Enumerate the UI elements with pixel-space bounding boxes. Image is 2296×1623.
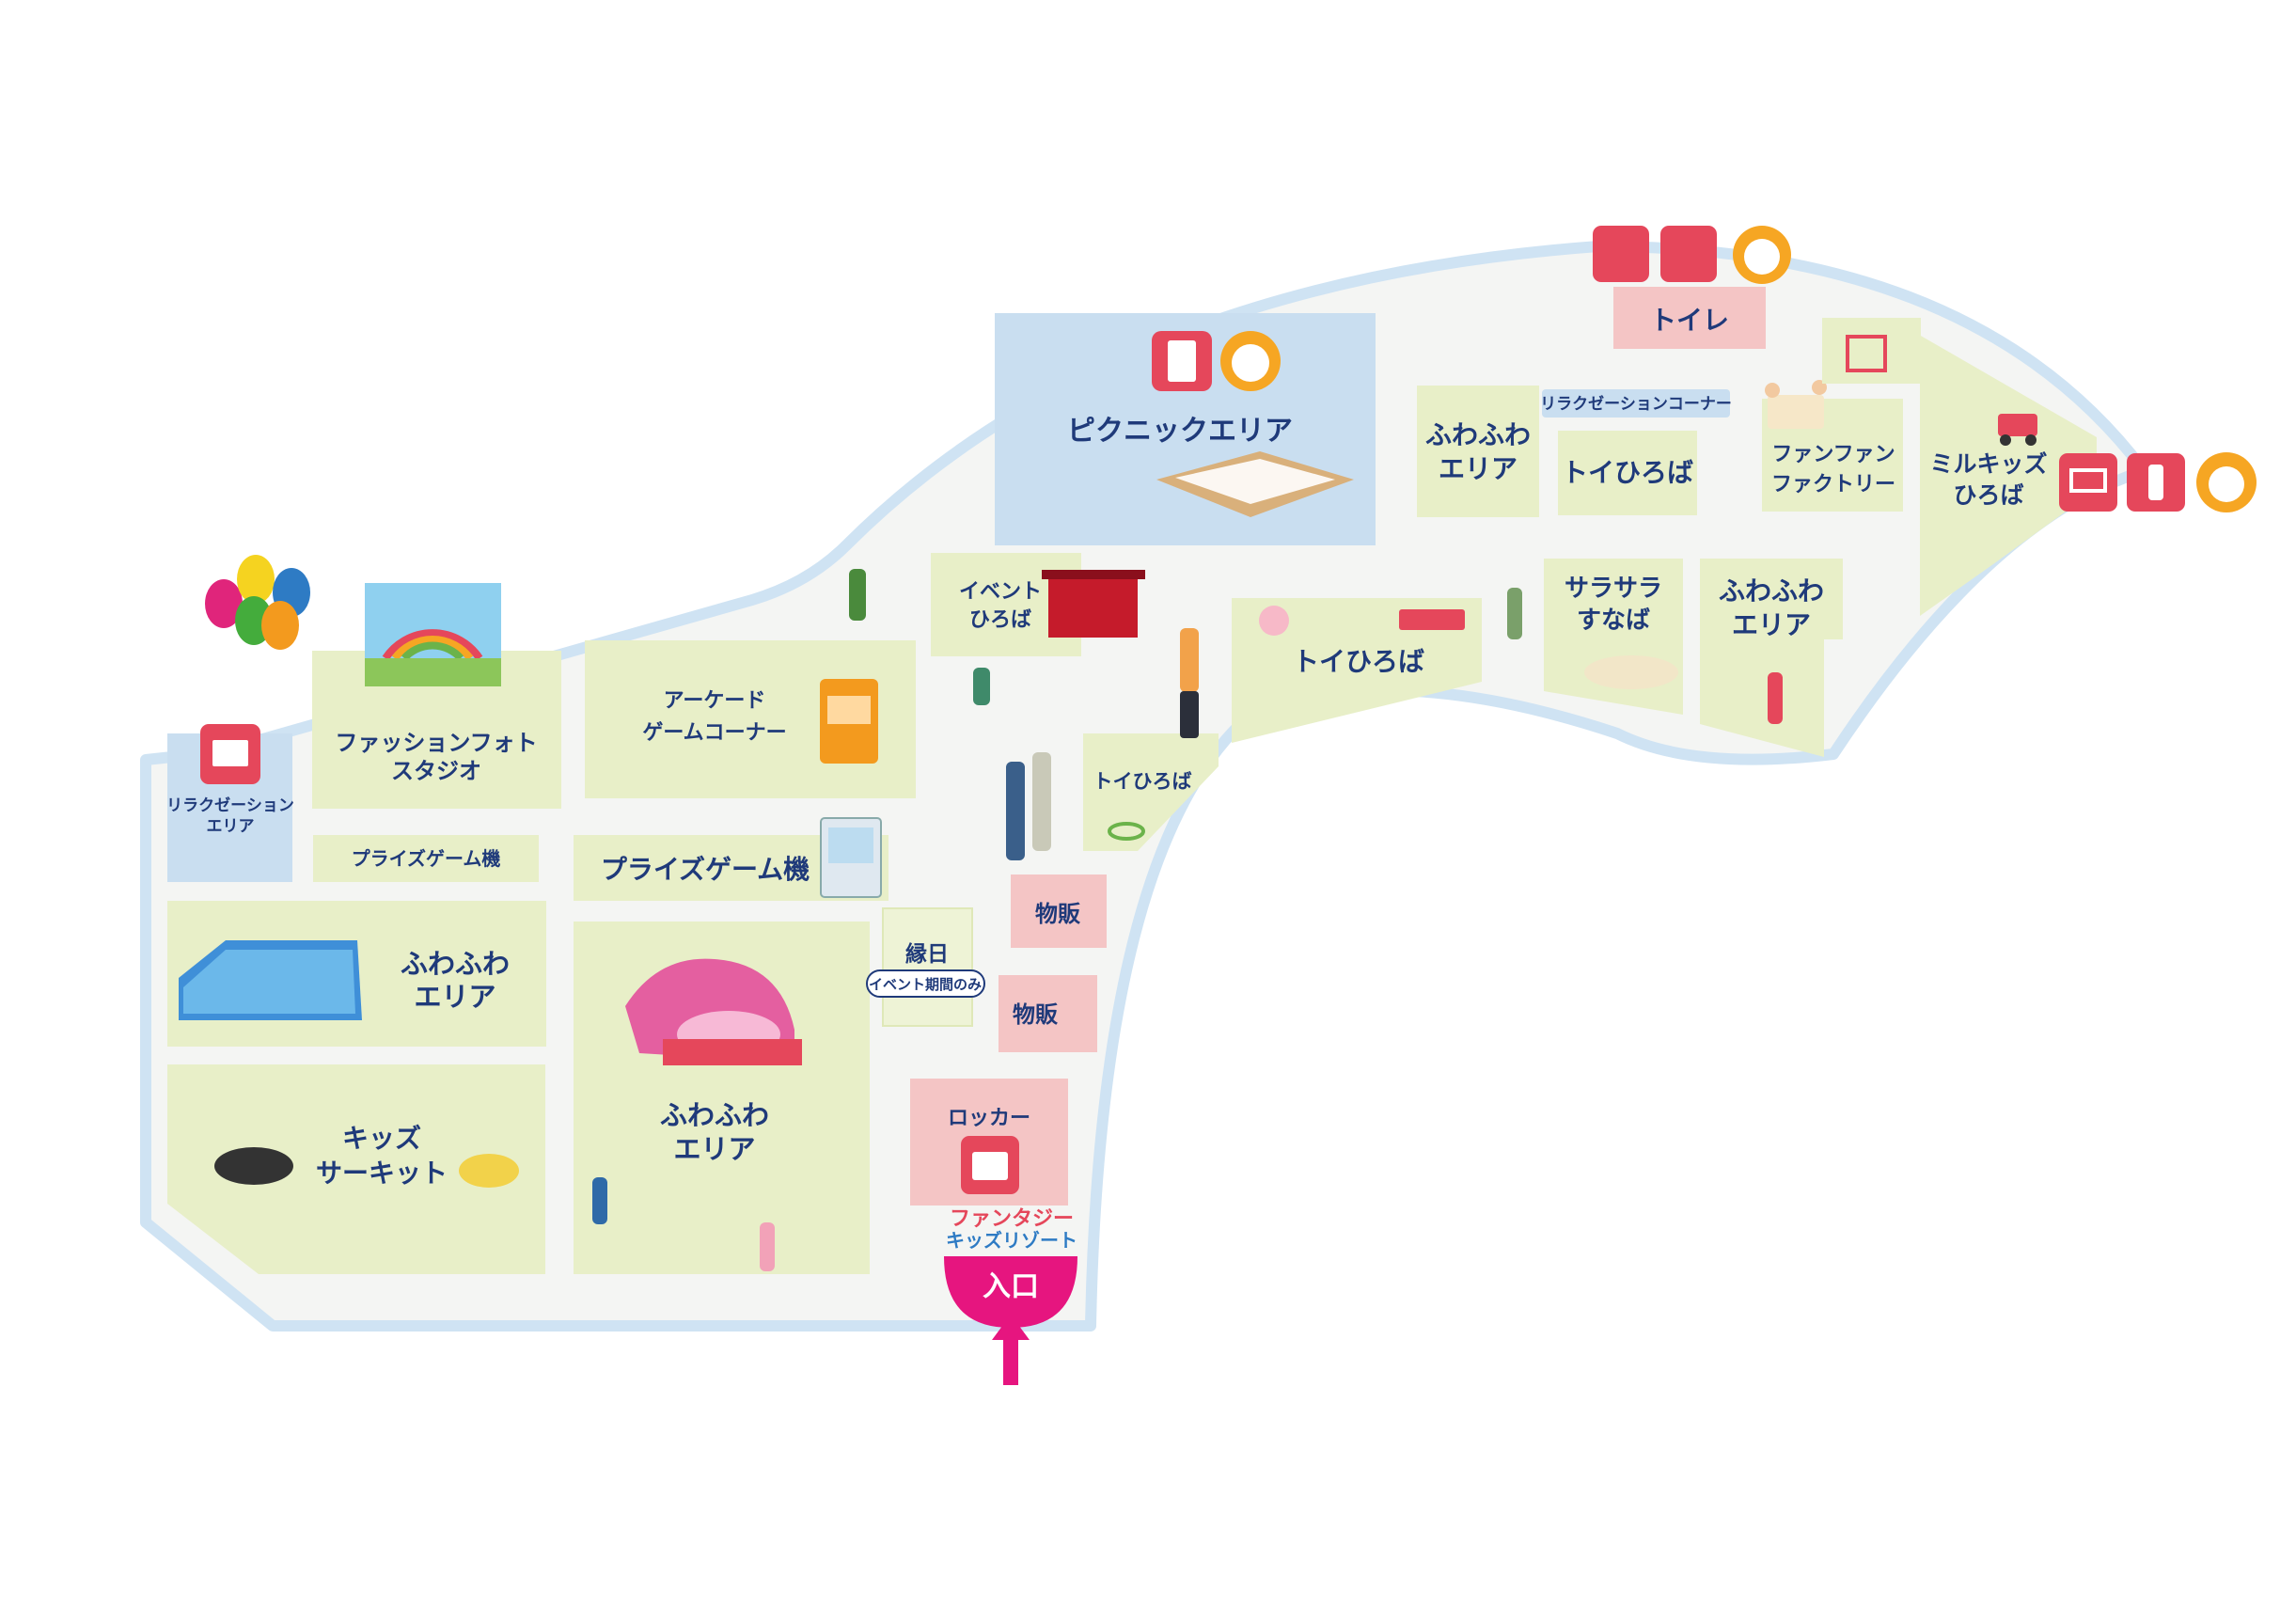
fantasy-kids-resort-logo: ファンタジー キッズリゾート bbox=[946, 1207, 1077, 1252]
claw-machine-illustration bbox=[820, 817, 882, 898]
toy-plaza-middle-label: トイひろば bbox=[1293, 646, 1424, 677]
arcade-label-2: ゲームコーナー bbox=[642, 721, 786, 745]
svg-text:ファンタジー: ファンタジー bbox=[950, 1207, 1074, 1231]
locker-label: ロッカー bbox=[948, 1107, 1030, 1130]
fuwafuwa-area-top[interactable] bbox=[1417, 386, 1539, 517]
kids-circuit-label-2: サーキット bbox=[316, 1158, 448, 1189]
arcade-label-1: アーケード bbox=[664, 689, 766, 713]
relaxation-corner-label: リラクゼーションコーナー bbox=[1540, 394, 1732, 414]
ride-on-animals-illustration bbox=[214, 1147, 519, 1188]
milkids-plaza[interactable] bbox=[1822, 318, 2097, 616]
relaxation-area-label-2: エリア bbox=[207, 817, 255, 836]
picnic-tables-illustration bbox=[1156, 451, 1354, 517]
visitors-illustration bbox=[592, 569, 1783, 1271]
shop-2-label: 物販 bbox=[1013, 1001, 1059, 1028]
toilet-label: トイレ bbox=[1650, 305, 1729, 336]
fuwafuwa-right-label-1: ふわふわ bbox=[1719, 575, 1824, 607]
fuwafuwa-area-right[interactable] bbox=[1700, 559, 1843, 757]
stage-curtain-illustration bbox=[1042, 570, 1145, 638]
rainbow-backdrop-illustration bbox=[365, 583, 501, 686]
entrance-arrow-icon bbox=[992, 1315, 1030, 1385]
bouncy-slide-illustration bbox=[179, 940, 362, 1020]
toy-train-illustration bbox=[1399, 609, 1465, 630]
sand-box-label-1: サラサラ bbox=[1565, 575, 1662, 603]
relaxation-corner[interactable] bbox=[1542, 389, 1730, 418]
workshop-table-illustration bbox=[1765, 380, 1827, 429]
fuwafuwa-left-label-2: エリア bbox=[414, 981, 495, 1013]
whale-bouncer-illustration bbox=[625, 958, 802, 1065]
fuwafuwa-left-label-1: ふわふわ bbox=[401, 948, 510, 980]
entrance-marker[interactable] bbox=[944, 1256, 1077, 1328]
relaxation-area-label-1: リラクゼーション bbox=[166, 796, 294, 815]
ring-toss-illustration bbox=[1108, 822, 1145, 841]
balloons-illustration bbox=[205, 555, 310, 650]
toy-plaza-middle[interactable] bbox=[1232, 598, 1482, 743]
fuwafuwa-center-label-1: ふわふわ bbox=[660, 1099, 769, 1131]
toy-plaza-top-label: トイひろば bbox=[1562, 457, 1693, 488]
ennichi-label: 縁日 bbox=[905, 941, 949, 967]
fuwafuwa-right-label-2: エリア bbox=[1732, 609, 1811, 640]
prize-game-small[interactable] bbox=[313, 835, 539, 882]
toy-plaza-top[interactable] bbox=[1558, 431, 1697, 515]
event-plaza-label-2: ひろば bbox=[969, 608, 1031, 632]
funfan-label-2: ファクトリー bbox=[1771, 473, 1895, 496]
toy-plaza-small[interactable] bbox=[1083, 733, 1219, 851]
prize-game-large-label: プライズゲーム機 bbox=[601, 854, 810, 885]
accessible-restroom-icon bbox=[1660, 226, 1717, 282]
event-plaza-label-1: イベント bbox=[959, 580, 1042, 604]
fashion-studio-label-1: ファッションフォト bbox=[335, 730, 537, 756]
restroom-icon bbox=[1593, 226, 1649, 282]
fuwafuwa-top-label-1: ふわふわ bbox=[1425, 419, 1531, 450]
sand-box-label-2: すなば bbox=[1577, 607, 1650, 635]
arcade-machine-illustration bbox=[820, 679, 878, 764]
toy-car-illustration bbox=[1998, 414, 2037, 446]
prize-game-small-label: プライズゲーム機 bbox=[352, 847, 501, 870]
fuwafuwa-center-label-2: エリア bbox=[673, 1133, 755, 1165]
kids-circuit-label-1: キッズ bbox=[342, 1123, 421, 1154]
shop-2[interactable] bbox=[999, 975, 1097, 1052]
svg-text:キッズリゾート: キッズリゾート bbox=[946, 1229, 1077, 1252]
kids-circuit[interactable] bbox=[167, 1064, 545, 1274]
toy-plaza-small-label: トイひろば bbox=[1093, 770, 1192, 793]
shop-1[interactable] bbox=[1011, 875, 1107, 948]
milkids-label-1: ミルキッズ bbox=[1929, 450, 2047, 478]
milkids-label-2: ひろば bbox=[1953, 481, 2023, 509]
event-only-badge bbox=[866, 969, 985, 998]
abacus-illustration bbox=[1846, 335, 1887, 372]
toilet-area[interactable] bbox=[1613, 287, 1766, 349]
ennichi-area[interactable] bbox=[882, 907, 973, 1027]
entrance-label: 入口 bbox=[983, 1270, 1039, 1303]
fashion-studio-label-2: スタジオ bbox=[391, 758, 481, 784]
stuffed-bunny-illustration bbox=[1259, 606, 1289, 636]
event-only-label: イベント期間のみ bbox=[869, 976, 982, 993]
funfan-label-1: ファンファン bbox=[1771, 443, 1895, 466]
sand-pile-illustration bbox=[1584, 655, 1678, 689]
shop-1-label: 物販 bbox=[1035, 901, 1081, 927]
picnic-area-label: ピクニックエリア bbox=[1067, 415, 1293, 448]
crib-icon bbox=[2059, 453, 2117, 512]
fuwafuwa-top-label-2: エリア bbox=[1439, 453, 1518, 484]
